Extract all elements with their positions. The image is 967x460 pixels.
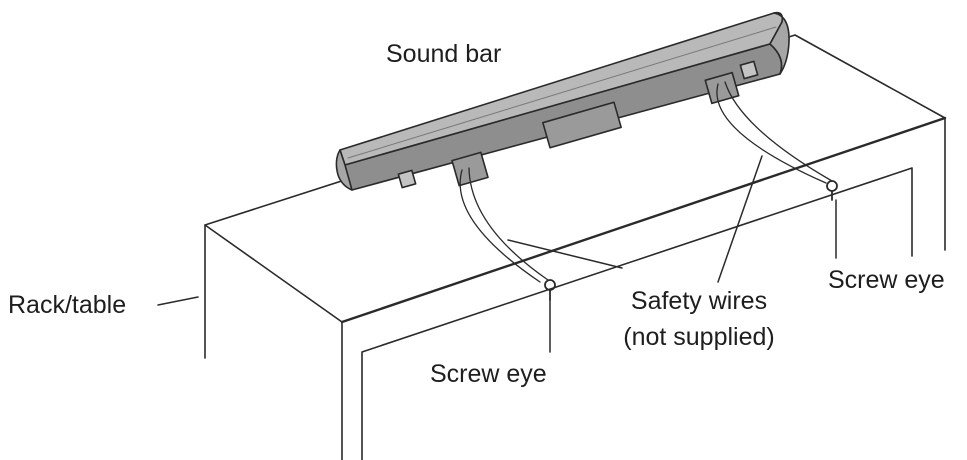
leader-wire-1 (507, 239, 623, 269)
not-supplied-label: (not supplied) (623, 323, 775, 351)
table-front-edge (340, 116, 947, 324)
wire-right-b (724, 81, 833, 182)
screw-eye-left-drawing (544, 279, 556, 301)
screw-eye-left-label: Screw eye (430, 360, 547, 388)
wire-right-a (716, 83, 827, 184)
leader-lines (157, 155, 837, 353)
sound-bar-foot-right (739, 60, 759, 80)
leader-wire-2 (717, 155, 763, 283)
rack-table-label: Rack/table (8, 291, 127, 319)
sound-bar-left-end (335, 149, 353, 191)
sound-bar-edge-line (347, 26, 777, 159)
screw-eye-right-label: Screw eye (828, 266, 945, 294)
sound-bar-label: Sound bar (386, 40, 502, 68)
table-front-panel (361, 167, 913, 460)
wire-left-a (459, 169, 541, 283)
screw-eye-right-drawing (826, 180, 838, 201)
safety-wires-drawing (459, 81, 833, 283)
wire-left-b (468, 167, 549, 281)
sound-bar-right-end (769, 11, 790, 75)
safety-wires-label: Safety wires (630, 287, 768, 315)
sound-bar-drawing (335, 11, 790, 191)
sound-bar-foot-left (397, 169, 417, 189)
sound-bar-connector (542, 101, 622, 149)
leader-rack-table (157, 296, 199, 306)
